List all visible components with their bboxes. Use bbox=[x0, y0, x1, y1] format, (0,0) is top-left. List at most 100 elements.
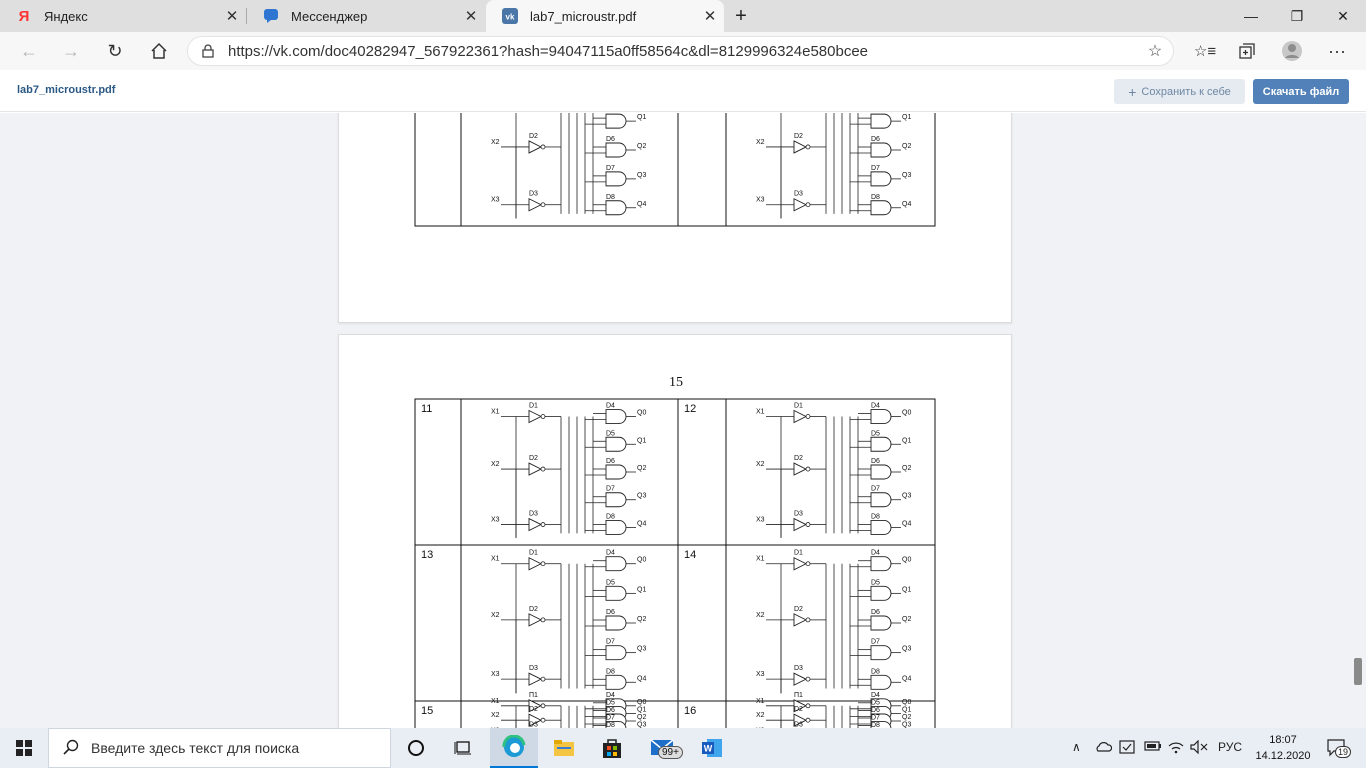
and-gate bbox=[605, 142, 627, 158]
clock[interactable]: 18:07 14.12.2020 bbox=[1254, 732, 1312, 764]
file-explorer-icon[interactable] bbox=[540, 728, 588, 768]
output-label: Q3 bbox=[637, 722, 646, 728]
forward-icon[interactable]: → bbox=[62, 40, 80, 61]
download-file-button[interactable]: Скачать файл bbox=[1253, 79, 1349, 104]
show-hidden-icons[interactable]: ∧ bbox=[1072, 740, 1081, 754]
mail-icon[interactable]: 99+ bbox=[638, 728, 686, 768]
search-icon bbox=[63, 739, 79, 758]
gate-label: D2 bbox=[529, 706, 538, 713]
and-gate bbox=[605, 556, 627, 572]
save-to-self-button[interactable]: + Сохранить к себе bbox=[1114, 79, 1245, 104]
document-name[interactable]: lab7_microustr.pdf bbox=[17, 84, 116, 96]
task-view-icon[interactable] bbox=[440, 728, 488, 768]
gate-label: D8 bbox=[871, 194, 880, 201]
volume-muted-icon[interactable] bbox=[1190, 739, 1208, 757]
variant-number: 12 bbox=[684, 403, 696, 415]
gate-label: D1 bbox=[794, 550, 803, 557]
variant-number: 15 bbox=[421, 705, 433, 717]
and-gate bbox=[870, 585, 892, 601]
and-gate bbox=[605, 645, 627, 661]
scrollbar-thumb[interactable] bbox=[1354, 658, 1362, 685]
and-gate bbox=[870, 436, 892, 452]
store-icon[interactable] bbox=[588, 728, 636, 768]
pdf-viewer[interactable]: 9X1D1X2D2X3D3D4Q0D5Q1D6Q2D7Q3D8Q410X1D1X… bbox=[0, 113, 1366, 728]
output-label: Q4 bbox=[902, 201, 911, 208]
gate-label: D4 bbox=[871, 403, 880, 410]
inverter-bubble bbox=[540, 676, 546, 682]
window-close-icon[interactable]: ✕ bbox=[1337, 7, 1349, 24]
search-placeholder: Введите здесь текст для поиска bbox=[91, 740, 300, 756]
favorites-icon[interactable]: ☆≡ bbox=[1193, 43, 1217, 60]
notifications-icon[interactable]: 19 bbox=[1326, 738, 1352, 761]
input-label: X1 bbox=[756, 409, 765, 416]
language-indicator[interactable]: РУС bbox=[1218, 740, 1243, 754]
not-gate bbox=[528, 672, 543, 686]
and-gate bbox=[605, 674, 627, 690]
word-icon[interactable]: W bbox=[688, 728, 736, 768]
output-label: Q2 bbox=[902, 465, 911, 472]
gate-label: D2 bbox=[529, 606, 538, 613]
new-tab-button[interactable]: + bbox=[735, 4, 747, 27]
input-label: X3 bbox=[491, 727, 500, 728]
pdf-page: 9X1D1X2D2X3D3D4Q0D5Q1D6Q2D7Q3D8Q410X1D1X… bbox=[338, 113, 1012, 323]
onedrive-icon[interactable] bbox=[1094, 740, 1113, 755]
edge-browser-icon[interactable] bbox=[490, 728, 538, 768]
output-label: Q3 bbox=[902, 646, 911, 653]
refresh-icon[interactable]: ↻ bbox=[107, 40, 123, 61]
gate-label: D4 bbox=[606, 692, 615, 699]
inverter-bubble bbox=[805, 703, 811, 709]
cortana-icon[interactable] bbox=[392, 728, 440, 768]
notifications-count: 19 bbox=[1335, 746, 1352, 758]
inverter-bubble bbox=[805, 522, 811, 527]
wifi-icon[interactable] bbox=[1168, 740, 1184, 757]
output-label: Q3 bbox=[637, 172, 646, 179]
output-label: Q1 bbox=[637, 437, 646, 444]
windows-start-icon[interactable] bbox=[0, 728, 48, 768]
scrollbar[interactable] bbox=[1350, 113, 1366, 728]
not-gate bbox=[528, 699, 543, 713]
output-label: Q4 bbox=[637, 675, 646, 682]
messenger-icon bbox=[263, 8, 279, 24]
not-gate bbox=[528, 140, 543, 154]
back-icon[interactable]: ← bbox=[20, 40, 38, 61]
restore-icon[interactable]: ❐ bbox=[1290, 7, 1304, 24]
gate-label: D5 bbox=[606, 579, 615, 586]
gate-label: D3 bbox=[529, 721, 538, 728]
inverter-bubble bbox=[805, 676, 811, 682]
more-menu-icon[interactable]: ··· bbox=[1328, 40, 1346, 61]
favorite-star-icon[interactable]: ☆ bbox=[1147, 43, 1163, 60]
tab-title: Яндекс bbox=[44, 8, 88, 24]
gate-label: D2 bbox=[794, 455, 803, 462]
and-gate bbox=[870, 113, 892, 129]
plus-icon: + bbox=[1128, 83, 1137, 100]
minimize-icon[interactable]: — bbox=[1244, 8, 1258, 24]
inverter-bubble bbox=[540, 522, 546, 527]
tab-yandex[interactable]: Я Яндекс ✕ bbox=[0, 0, 246, 32]
collections-icon[interactable] bbox=[1230, 35, 1264, 67]
taskbar-search[interactable]: Введите здесь текст для поиска bbox=[48, 728, 391, 768]
gate-label: D4 bbox=[871, 692, 880, 699]
gate-label: D2 bbox=[529, 133, 538, 140]
address-bar[interactable]: https://vk.com/doc40282947_567922361?has… bbox=[187, 36, 1174, 66]
tab-messenger[interactable]: Мессенджер ✕ bbox=[247, 0, 485, 32]
close-icon[interactable]: ✕ bbox=[703, 8, 717, 25]
close-icon[interactable]: ✕ bbox=[464, 8, 478, 25]
inverter-bubble bbox=[805, 202, 811, 208]
tab-lab7-pdf[interactable]: vk lab7_microustr.pdf ✕ bbox=[486, 0, 724, 32]
lock-icon[interactable] bbox=[188, 44, 228, 58]
security-icon[interactable] bbox=[1119, 740, 1135, 757]
profile-avatar-icon[interactable] bbox=[1275, 35, 1309, 67]
and-gate bbox=[870, 674, 892, 690]
not-gate bbox=[793, 613, 808, 627]
inverter-bubble bbox=[540, 466, 546, 472]
not-gate bbox=[528, 613, 543, 627]
svg-text:vk: vk bbox=[506, 13, 515, 22]
gate-label: D6 bbox=[606, 136, 615, 143]
gate-label: D6 bbox=[871, 707, 880, 714]
output-label: Q3 bbox=[902, 493, 911, 500]
tab-title: Мессенджер bbox=[291, 8, 368, 24]
battery-icon[interactable] bbox=[1144, 740, 1162, 755]
close-icon[interactable]: ✕ bbox=[225, 8, 239, 25]
home-icon[interactable] bbox=[142, 35, 176, 67]
